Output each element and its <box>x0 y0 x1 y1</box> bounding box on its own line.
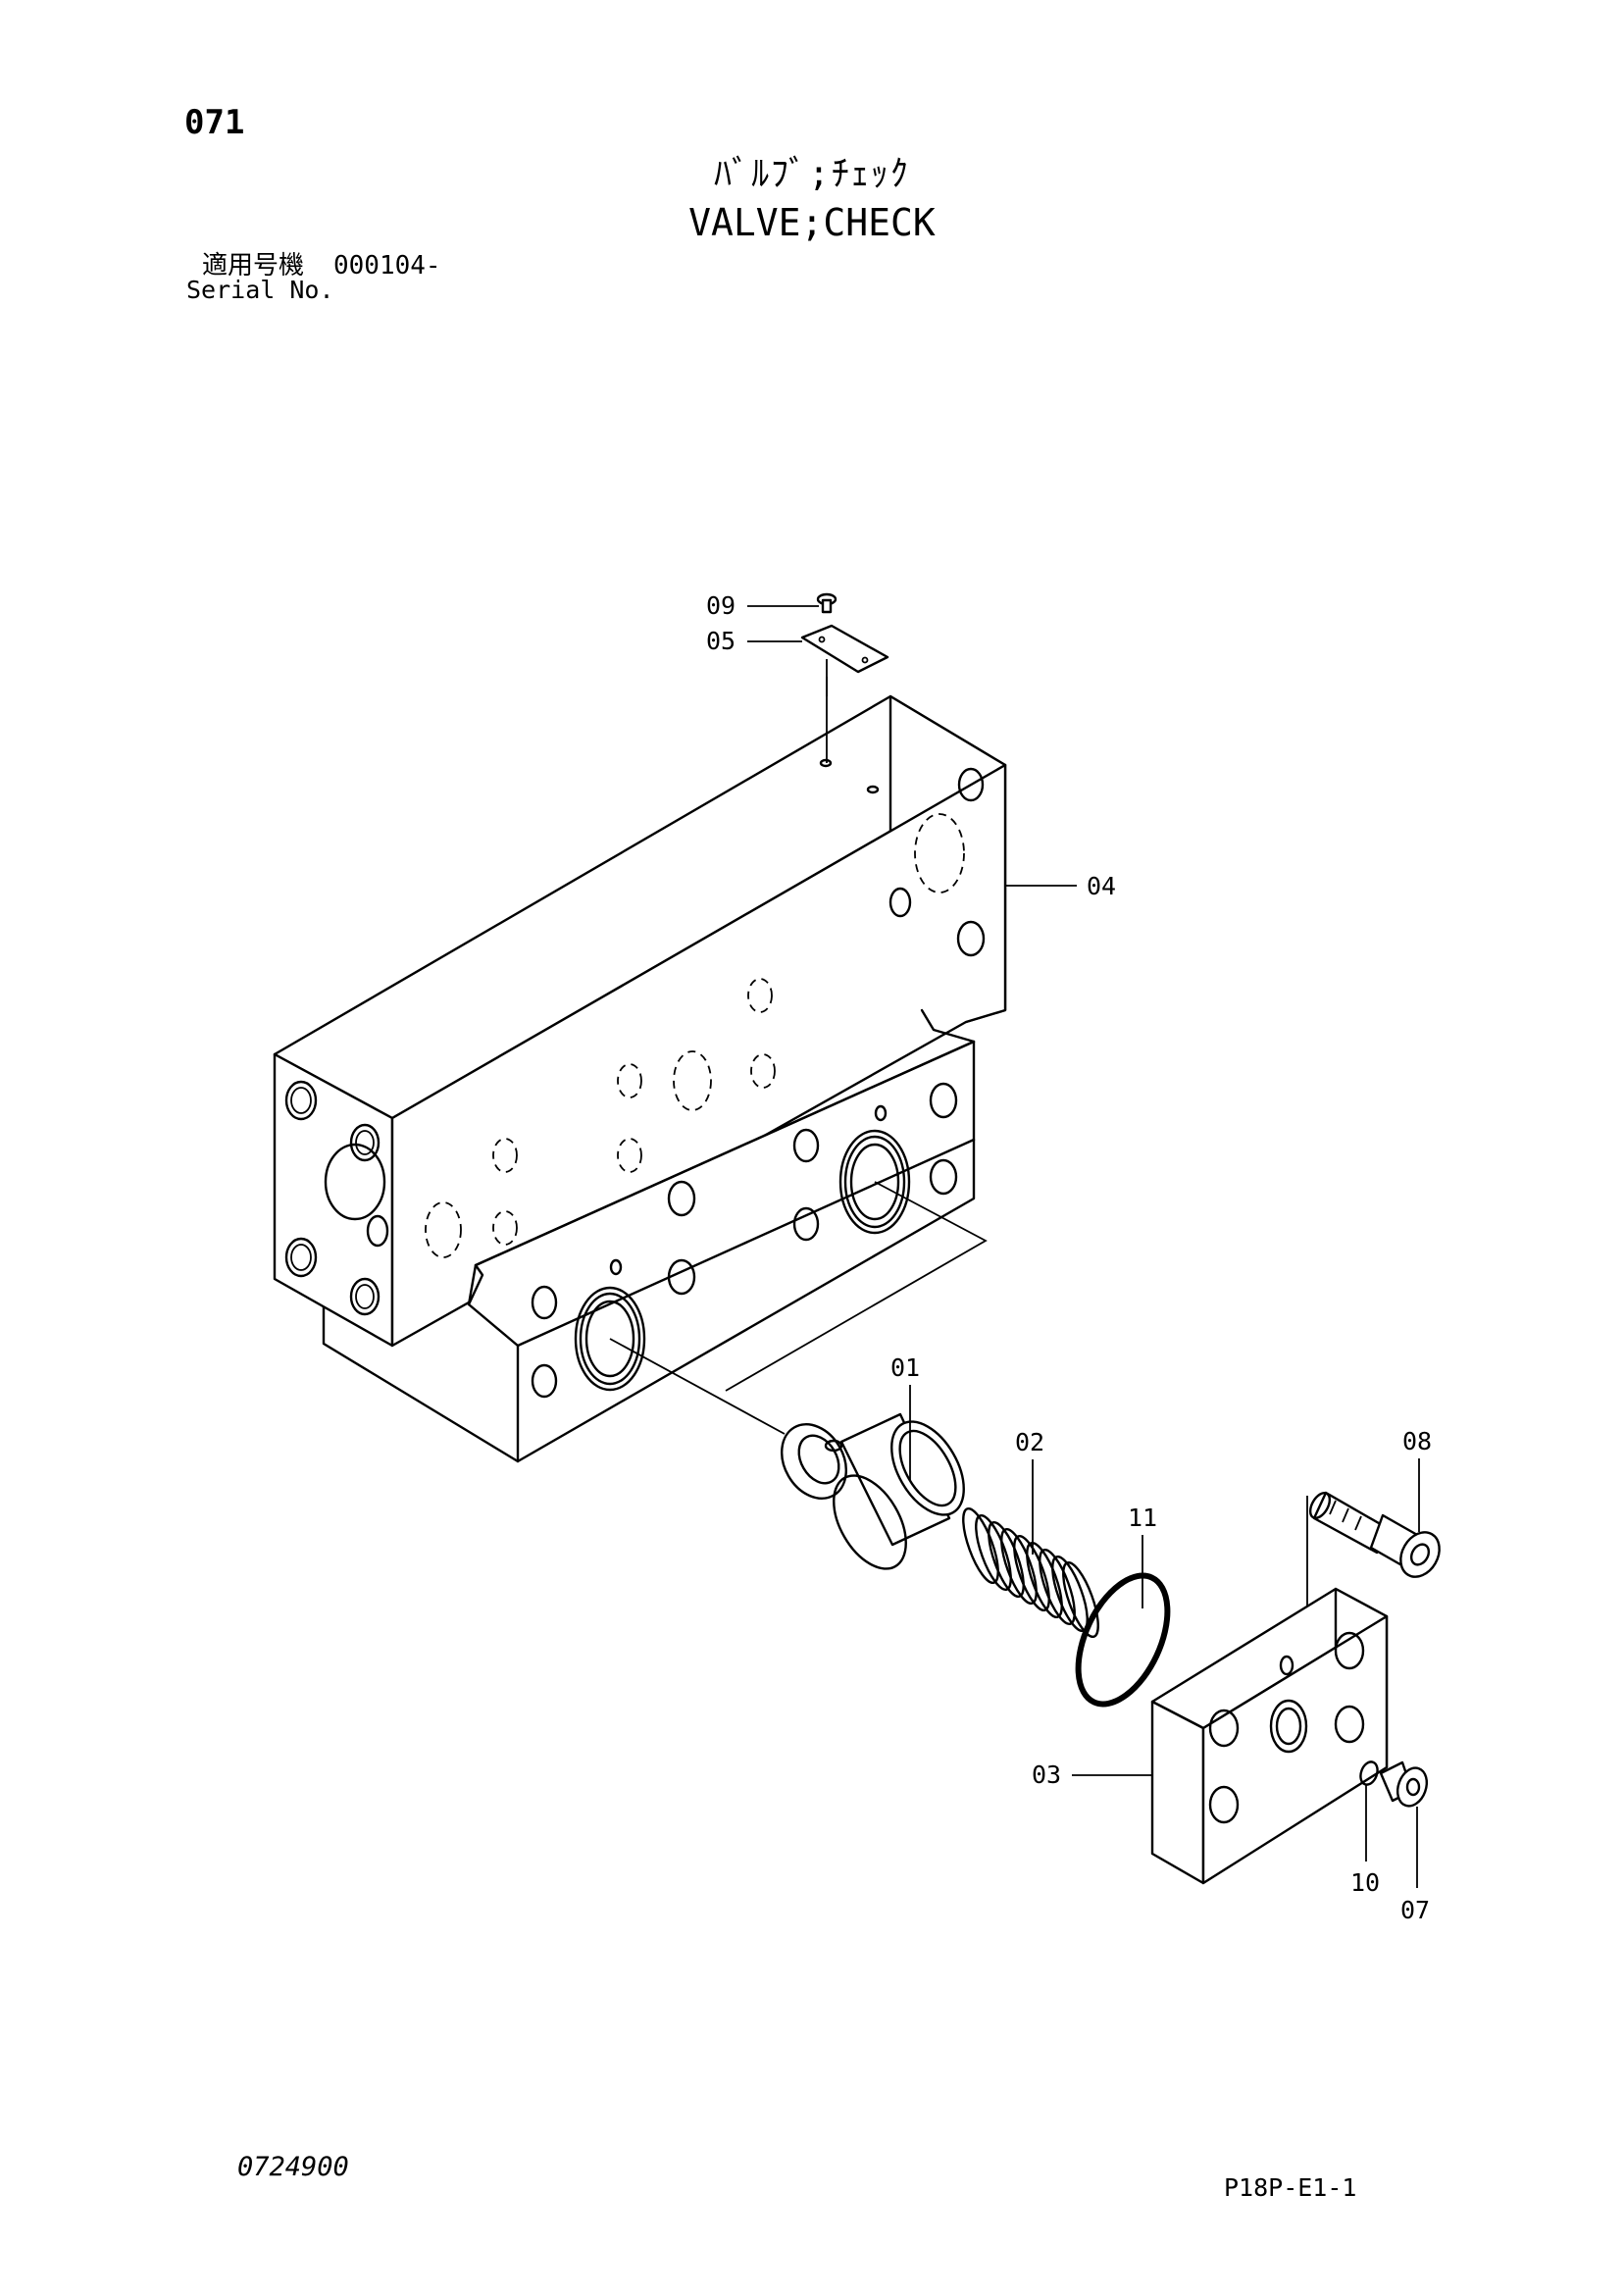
valve-body-04 <box>273 694 1007 1463</box>
title-english: VALVE;CHECK <box>688 201 936 244</box>
callout-01: 01 <box>890 1353 920 1382</box>
sheet-code: P18P-E1-1 <box>1224 2173 1357 2202</box>
callout-04: 04 <box>1087 872 1116 900</box>
callout-08: 08 <box>1402 1427 1432 1455</box>
title-japanese: ﾊﾞﾙﾌﾞ;ﾁｪｯｸ <box>714 154 910 194</box>
serial-label-japanese: 適用号機 <box>202 251 305 281</box>
callout-11: 11 <box>1128 1504 1157 1532</box>
plug-09 <box>816 592 837 614</box>
name-plate-05 <box>800 624 889 674</box>
serial-label-english: Serial No. <box>186 276 334 304</box>
cover-03 <box>1150 1587 1389 1885</box>
o-ring-10 <box>1359 1760 1379 1786</box>
callout-09: 09 <box>706 591 736 620</box>
leader-lines <box>747 605 1420 1888</box>
callout-10: 10 <box>1350 1868 1380 1897</box>
page-number: 071 <box>184 103 245 142</box>
socket-bolt-08 <box>1308 1491 1441 1578</box>
plug-07 <box>1379 1760 1429 1808</box>
spring-02 <box>962 1506 1099 1639</box>
callout-05: 05 <box>706 627 736 655</box>
drawing-code: 0724900 <box>237 2152 349 2182</box>
callout-02: 02 <box>1015 1428 1044 1456</box>
poppet-01 <box>781 1412 965 1570</box>
serial-number-value: 000104- <box>333 251 441 281</box>
callout-03: 03 <box>1032 1760 1061 1789</box>
callout-07: 07 <box>1400 1896 1430 1924</box>
o-ring-11 <box>1075 1572 1171 1708</box>
